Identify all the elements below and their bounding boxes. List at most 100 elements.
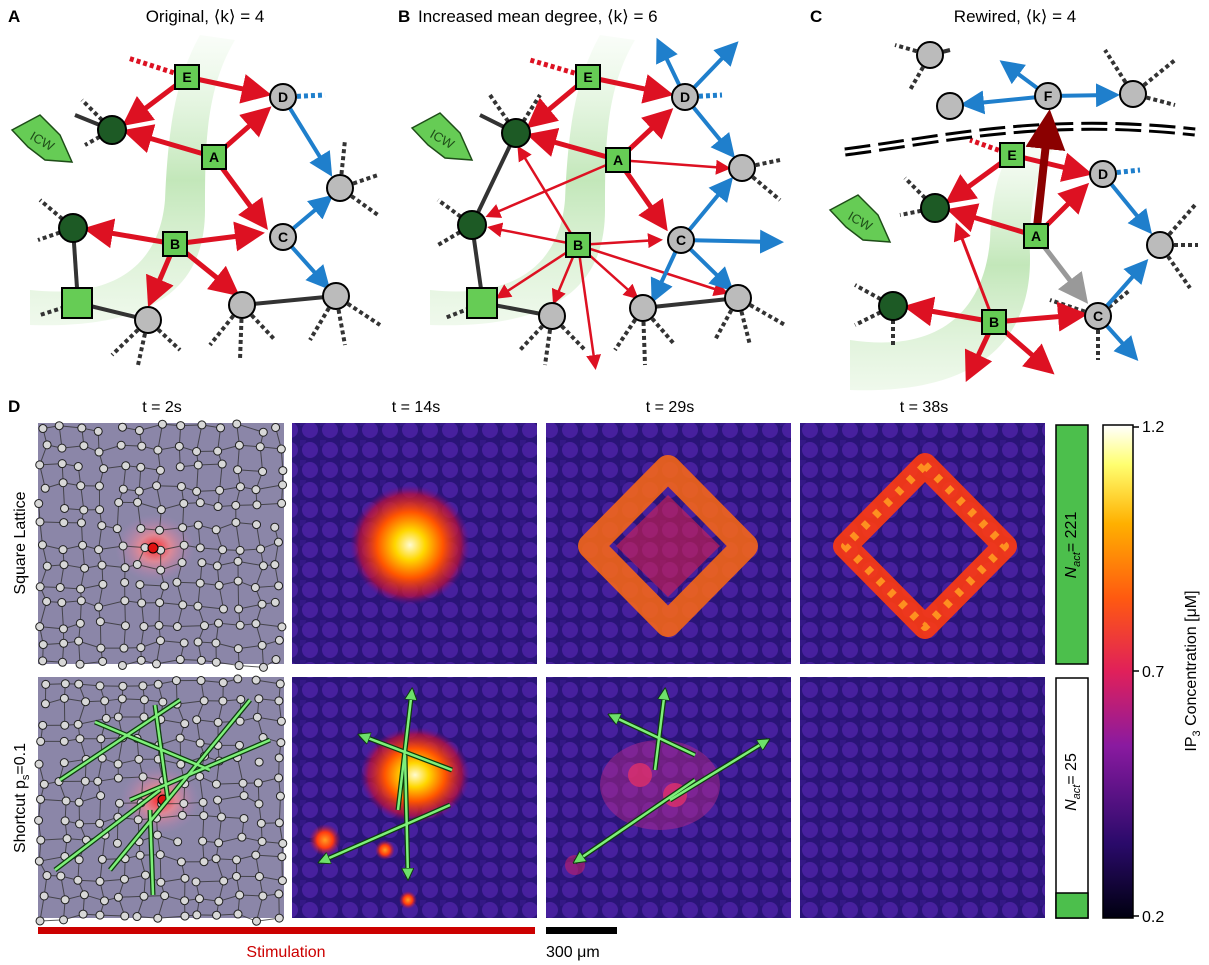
lattice-node: [59, 518, 69, 528]
lattice-node: [94, 481, 104, 491]
lattice-node: [275, 679, 285, 689]
lattice-node: [119, 643, 129, 653]
lattice-node: [75, 659, 85, 669]
passive-arrows: [281, 95, 334, 290]
lattice-node: [175, 733, 185, 743]
lattice-node: [160, 581, 170, 591]
lattice-node: [197, 420, 207, 430]
nodes-b: E A B D C: [457, 64, 756, 330]
lattice-node: [270, 560, 280, 570]
lattice-node: [114, 498, 124, 508]
lattice-node: [271, 655, 281, 665]
lattice-node: [235, 482, 245, 492]
lattice-node: [156, 565, 166, 575]
lattice-node: [250, 583, 260, 593]
colorbar-tick-mid: 0.7: [1142, 664, 1164, 681]
lattice-node: [80, 563, 90, 573]
lattice-node: [257, 640, 267, 650]
lattice-node: [199, 811, 209, 821]
lattice-node: [77, 423, 87, 433]
lattice-node: [74, 855, 84, 865]
lattice-node: [214, 618, 224, 628]
node-d: [671, 83, 699, 111]
lattice-node: [135, 580, 145, 590]
lattice-node: [211, 657, 221, 667]
inactive-node: [724, 284, 752, 312]
lattice-node: [42, 561, 52, 571]
lattice-node: [73, 875, 83, 885]
lattice-node: [96, 643, 106, 653]
inactive-node: [1146, 231, 1174, 259]
time-label-2: t = 14s: [392, 399, 440, 416]
lattice-node: [137, 598, 147, 608]
lattice-node: [271, 422, 281, 432]
node-label-d: D: [680, 89, 690, 105]
activated-node: [501, 118, 531, 148]
lattice-node: [98, 579, 108, 589]
lattice-node: [237, 832, 247, 842]
panel-letter-b: B: [398, 7, 410, 26]
boundary-line: [844, 121, 1196, 157]
lattice-node: [55, 582, 65, 592]
lattice-node: [34, 499, 44, 509]
lattice-node: [195, 543, 205, 553]
lattice-edge: [177, 625, 205, 628]
lattice-node: [35, 460, 45, 470]
lattice-node: [79, 441, 89, 451]
lattice-node: [120, 596, 130, 606]
lattice-edge: [235, 522, 241, 551]
lattice-node: [233, 556, 243, 566]
panel-letter-d: D: [8, 397, 20, 416]
node-e: [999, 142, 1025, 168]
lattice-node: [276, 716, 286, 726]
colorbar-title: IP3 Concentration [μM]: [1183, 590, 1203, 751]
lattice-node: [93, 776, 103, 786]
shortcut-edges: [54, 698, 271, 896]
lattice-node: [274, 753, 284, 763]
lattice-node: [180, 911, 190, 921]
lattice-node: [74, 679, 84, 689]
lattice-node: [35, 517, 45, 527]
nact-bar-shortcut: Nact= 25: [1055, 677, 1089, 919]
node-f: [1034, 82, 1062, 110]
lattice-node: [212, 561, 222, 571]
lattice-node: [95, 910, 105, 920]
lattice-node: [213, 795, 223, 805]
lattice-node: [193, 601, 203, 611]
lattice-node: [34, 815, 44, 825]
lattice-node: [214, 896, 224, 906]
lattice-node: [59, 915, 69, 925]
lattice-node: [138, 772, 148, 782]
edge-stub-blue: [684, 92, 723, 100]
lattice-node: [214, 838, 224, 848]
lattice-node: [258, 891, 268, 901]
node-label-e: E: [583, 69, 592, 85]
edge-stub-blue: [1102, 167, 1141, 177]
lattice-node: [97, 854, 107, 864]
panel-b: B Increased mean degree, ⟨k⟩ = 6: [398, 7, 786, 370]
lattice-node: [79, 505, 89, 515]
lattice-node: [256, 818, 266, 828]
node-b: [162, 231, 188, 257]
lattice-node: [42, 596, 52, 606]
lattice-edge: [196, 424, 203, 452]
lattice-node: [213, 502, 223, 512]
nact-bar-frame: [1055, 677, 1089, 919]
nact-label-square: Nact= 221: [1063, 512, 1083, 579]
lattice-node: [113, 712, 123, 722]
lattice-node: [135, 850, 145, 860]
lattice-node: [117, 422, 127, 432]
lattice-node: [81, 697, 91, 707]
lattice-node: [176, 421, 186, 431]
new-activation-arrows: [485, 145, 731, 370]
activated-node: [878, 291, 908, 321]
panel-d: D t = 2s t = 14s t = 29s t = 38s Square …: [8, 397, 1203, 961]
lattice-node: [258, 662, 268, 672]
lattice-node: [173, 837, 183, 847]
lattice-node: [133, 815, 143, 825]
heatmap-square-t38: [800, 423, 1045, 664]
lattice-node: [136, 523, 146, 533]
lattice-node: [100, 696, 110, 706]
inactive-node: [538, 302, 566, 330]
